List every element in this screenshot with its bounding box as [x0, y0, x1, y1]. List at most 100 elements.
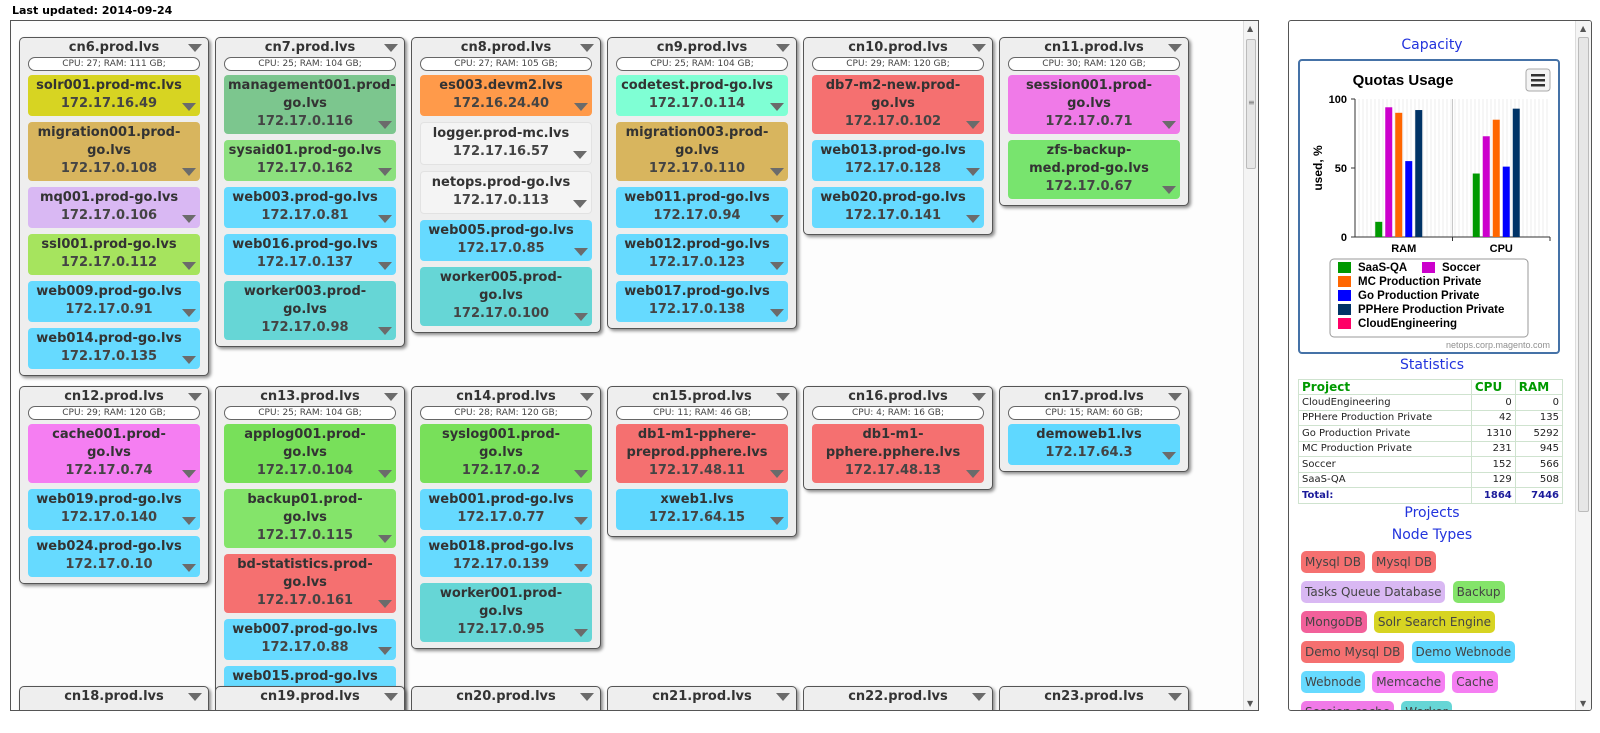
- node-menu-caret-icon[interactable]: [966, 215, 980, 223]
- node-menu-caret-icon[interactable]: [378, 600, 392, 608]
- projects-link[interactable]: Projects: [1404, 505, 1460, 521]
- node-menu-caret-icon[interactable]: [966, 168, 980, 176]
- node-menu-caret-icon[interactable]: [573, 200, 587, 208]
- server-menu-caret-icon[interactable]: [384, 44, 398, 52]
- node-type-badge[interactable]: Webnode: [1301, 671, 1366, 693]
- node-type-badge[interactable]: Demo Mysql DB: [1301, 641, 1405, 663]
- server-menu-caret-icon[interactable]: [776, 693, 790, 701]
- node-menu-caret-icon[interactable]: [182, 564, 196, 572]
- node-menu-caret-icon[interactable]: [574, 517, 588, 525]
- node-menu-caret-icon[interactable]: [378, 215, 392, 223]
- scroll-down-icon[interactable]: ▼: [1247, 699, 1254, 708]
- node-menu-caret-icon[interactable]: [770, 309, 784, 317]
- node-types-link[interactable]: Node Types: [1391, 527, 1473, 543]
- server-menu-caret-icon[interactable]: [972, 393, 986, 401]
- server-menu-caret-icon[interactable]: [580, 693, 594, 701]
- server-menu-caret-icon[interactable]: [188, 693, 202, 701]
- node-type-badge[interactable]: Mysql DB: [1372, 551, 1436, 573]
- node-type-badge[interactable]: Mysql DB: [1301, 551, 1365, 573]
- server-menu-caret-icon[interactable]: [776, 44, 790, 52]
- node-menu-caret-icon[interactable]: [182, 309, 196, 317]
- server-menu-caret-icon[interactable]: [1168, 393, 1182, 401]
- node-type-badge[interactable]: Memcache: [1372, 671, 1446, 693]
- node-menu-caret-icon[interactable]: [182, 356, 196, 364]
- node-type-badge[interactable]: Worker: [1401, 701, 1452, 710]
- node-menu-caret-icon[interactable]: [182, 262, 196, 270]
- node-menu-caret-icon[interactable]: [182, 103, 196, 111]
- capacity-link[interactable]: Capacity: [1401, 37, 1463, 53]
- node-type-badge[interactable]: Backup: [1452, 581, 1505, 603]
- server-menu-caret-icon[interactable]: [972, 44, 986, 52]
- scroll-up-icon[interactable]: ▲: [1247, 24, 1254, 33]
- node-type-badge[interactable]: Tasks Queue Database: [1301, 581, 1446, 603]
- node-menu-caret-icon[interactable]: [182, 215, 196, 223]
- sidebar-scroll-thumb[interactable]: [1578, 37, 1589, 512]
- node-menu-caret-icon[interactable]: [182, 168, 196, 176]
- node-menu-caret-icon[interactable]: [378, 121, 392, 129]
- node-menu-caret-icon[interactable]: [574, 470, 588, 478]
- node-menu-caret-icon[interactable]: [966, 470, 980, 478]
- server-menu-caret-icon[interactable]: [1168, 44, 1182, 52]
- server-menu-caret-icon[interactable]: [972, 693, 986, 701]
- node-menu-caret-icon[interactable]: [378, 470, 392, 478]
- server-menu-caret-icon[interactable]: [188, 44, 202, 52]
- sidebar-scroll-down-icon[interactable]: ▼: [1580, 699, 1587, 708]
- node-menu-caret-icon[interactable]: [770, 470, 784, 478]
- server-menu-caret-icon[interactable]: [384, 693, 398, 701]
- statistics-link[interactable]: Statistics: [1400, 357, 1464, 373]
- node-menu-caret-icon[interactable]: [770, 168, 784, 176]
- node-menu-caret-icon[interactable]: [574, 103, 588, 111]
- node-menu-caret-icon[interactable]: [770, 215, 784, 223]
- node-menu-caret-icon[interactable]: [1162, 186, 1176, 194]
- node-menu-caret-icon[interactable]: [1162, 452, 1176, 460]
- server-menu-caret-icon[interactable]: [188, 393, 202, 401]
- node-menu-caret-icon[interactable]: [378, 168, 392, 176]
- node-menu-caret-icon[interactable]: [574, 248, 588, 256]
- node-type-badge[interactable]: Cache: [1452, 671, 1498, 693]
- node-menu-caret-icon[interactable]: [770, 517, 784, 525]
- server-menu-caret-icon[interactable]: [580, 44, 594, 52]
- node-menu-caret-icon[interactable]: [378, 647, 392, 655]
- sidebar-scrollbar[interactable]: ▲ ▼: [1575, 21, 1591, 710]
- node-menu-caret-icon[interactable]: [770, 103, 784, 111]
- node-menu-caret-icon[interactable]: [378, 327, 392, 335]
- server-menu-caret-icon[interactable]: [776, 393, 790, 401]
- sidebar-scroll-up-icon[interactable]: ▲: [1580, 24, 1587, 33]
- node-menu-caret-icon[interactable]: [182, 470, 196, 478]
- server-menu-caret-icon[interactable]: [580, 393, 594, 401]
- node-type-badge[interactable]: Demo Webnode: [1411, 641, 1516, 663]
